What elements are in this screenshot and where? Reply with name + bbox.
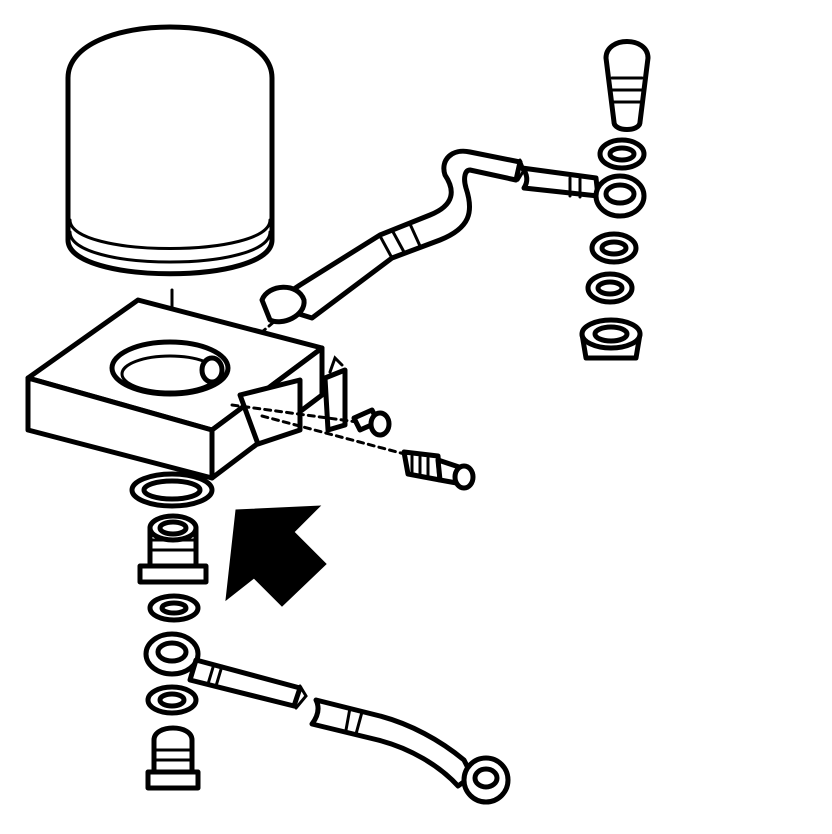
sensor-bracket [322,355,348,433]
upper-oil-line [259,148,601,325]
upper-threaded-fitting [579,317,643,361]
upper-banjo-eye [593,173,647,219]
oil-pressure-sender [401,449,476,491]
bracket-screw [351,407,392,438]
lower-banjo-fitting [143,631,201,677]
adapter-gasket [129,471,215,509]
filter-adapter-block [25,297,325,481]
lower-oil-line [187,657,511,805]
direction-arrow [225,505,327,607]
center-threaded-nipple [137,513,209,585]
upper-banjo-bolt [603,39,651,132]
lower-seal-washers [145,593,201,716]
lower-banjo-bolt [145,725,201,791]
upper-seal-washers [585,137,647,305]
